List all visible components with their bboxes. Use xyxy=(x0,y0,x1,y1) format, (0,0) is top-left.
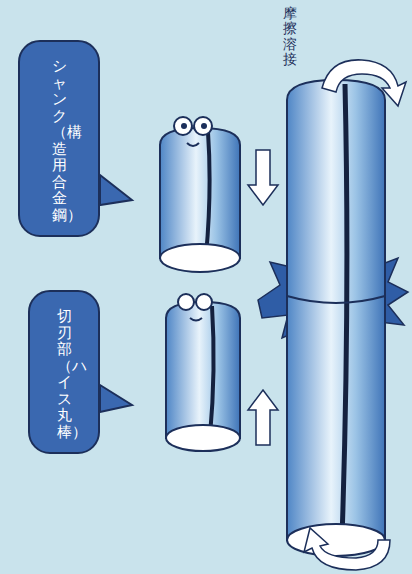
rotation-arrow xyxy=(322,60,406,106)
welded-rod xyxy=(287,80,385,556)
push-arrow xyxy=(248,150,278,205)
process-label: 摩擦溶接 xyxy=(283,6,297,68)
shank-rod xyxy=(160,117,240,272)
speech-bubble: 切刃部（ハイス丸棒） xyxy=(28,290,100,454)
push-arrow xyxy=(248,390,278,445)
bubble-tail xyxy=(100,175,132,205)
bubble-tail xyxy=(100,385,132,412)
cutter-rod xyxy=(166,294,240,451)
bubble-text: シャンク（構造用合金鋼） xyxy=(52,58,67,223)
rotation-arrow xyxy=(304,528,390,570)
bubble-text: 切刃部（ハイス丸棒） xyxy=(57,308,72,440)
speech-bubble: シャンク（構造用合金鋼） xyxy=(18,40,100,237)
